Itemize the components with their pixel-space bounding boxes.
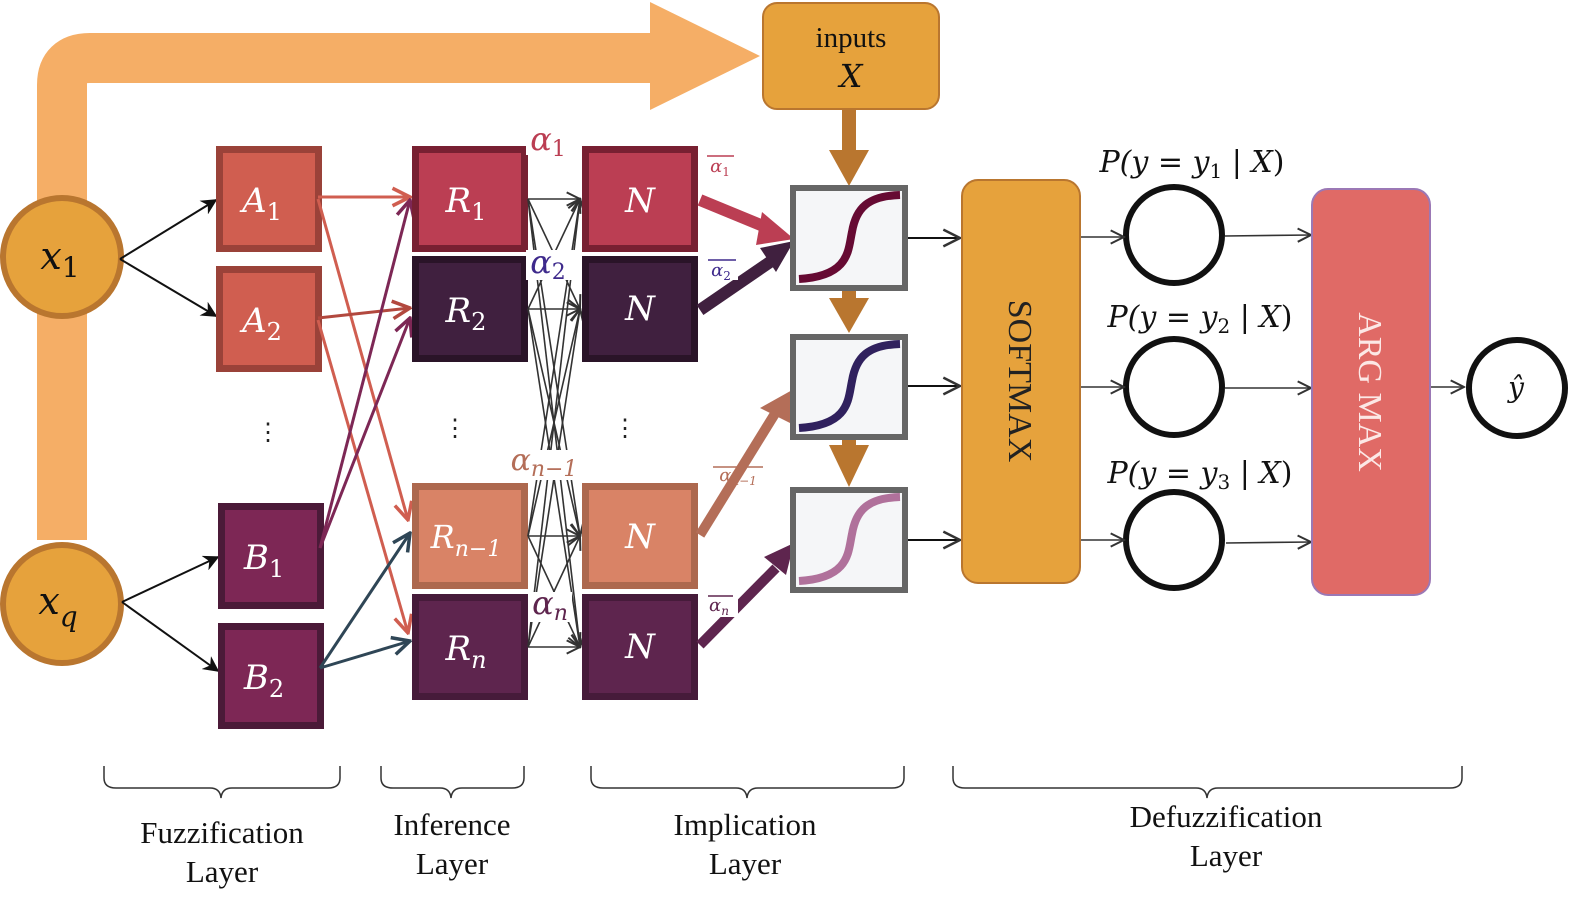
alpha-bar-n-label: αn <box>709 595 729 618</box>
input-node-x1: x1 <box>0 195 124 319</box>
brace-inference <box>380 766 525 799</box>
svg-text:N: N <box>624 289 656 329</box>
flow-arrows <box>829 110 869 487</box>
probability-label-1: P(y = y1 | X) <box>1098 145 1284 183</box>
rule-ellipsis: ⋮ <box>443 414 467 442</box>
norm-node-n-1: N <box>582 483 698 589</box>
layer-label-fuzzification-1: Fuzzification <box>140 815 304 850</box>
alpha-n-1-label: αn−1 <box>511 443 578 482</box>
probability-label-2: P(y = y2 | X) <box>1106 300 1292 338</box>
brace-fuzzification <box>103 766 341 799</box>
svg-text:Rn−1: Rn−1 <box>430 518 502 562</box>
rule-norm-edge-4-3 <box>527 536 580 648</box>
probability-node-1: P(y = y1 | X) <box>1098 145 1285 286</box>
alpha-n-label: αn <box>532 584 568 626</box>
probability-label-3: P(y = y3 | X) <box>1106 456 1292 494</box>
argmax-block: ARG MAX <box>1311 188 1431 596</box>
alpha-bar-labels: α1 α2 αn−1 αn <box>706 155 763 618</box>
sigmoid-box-2 <box>790 334 908 440</box>
alpha-labels: α1 α2 αn−1 αn <box>506 120 582 626</box>
layer-label-implication-1: Implication <box>674 807 817 842</box>
svg-text:N: N <box>624 181 656 221</box>
inputs-x-symbol: X <box>837 57 864 95</box>
alpha-bar-n-1-label: αn−1 <box>719 465 757 488</box>
rule-node-Rn: Rn <box>412 594 528 700</box>
input-node-xq: xq <box>0 542 124 666</box>
rule-node-Rn-1: Rn−1 <box>412 483 528 589</box>
rule-node-R1: R1 <box>412 146 528 252</box>
fuzz-ellipsis: ⋮ <box>256 418 280 446</box>
layer-label-inference-1: Inference <box>393 807 510 842</box>
norm-node-1: N <box>582 146 698 252</box>
layer-label-defuzzification-1: Defuzzification <box>1130 799 1323 834</box>
defuzz-edges <box>1081 235 1464 543</box>
bypass-arrow <box>37 2 760 540</box>
alpha-2-label: α2 <box>530 243 566 285</box>
layer-braces <box>103 766 1463 799</box>
norm-node-2: N <box>582 256 698 362</box>
svg-text:x1: x1 <box>40 234 79 284</box>
svg-text:N: N <box>624 517 656 557</box>
svg-text:xq: xq <box>38 579 77 633</box>
layer-label-inference-2: Layer <box>416 846 489 881</box>
alpha-bar-2-label: α2 <box>711 260 731 283</box>
fuzz-node-A2: A2 <box>216 266 322 372</box>
svg-text:Rn: Rn <box>444 629 486 674</box>
layer-label-implication-2: Layer <box>709 846 782 881</box>
svg-text:B2: B2 <box>243 658 284 703</box>
svg-text:B1: B1 <box>243 538 284 583</box>
svg-text:R2: R2 <box>445 291 487 336</box>
rule-node-R2: R2 <box>412 256 528 362</box>
argmax-label: ARG MAX <box>1351 312 1388 472</box>
brace-implication <box>590 766 905 799</box>
probability-node-3: P(y = y3 | X) <box>1106 456 1293 591</box>
softmax-block: SOFTMAX <box>961 179 1081 584</box>
svg-text:R1: R1 <box>445 181 487 226</box>
alpha-bar-1-label: α1 <box>710 156 730 179</box>
inputs-x-box: inputs X <box>762 2 940 110</box>
softmax-label: SOFTMAX <box>1001 300 1038 462</box>
svg-text:A1: A1 <box>239 181 282 226</box>
sigmoid-box-3 <box>790 487 908 593</box>
probability-node-2: P(y = y2 | X) <box>1106 300 1293 438</box>
fuzz-node-A1: A1 <box>216 146 322 252</box>
layer-label-fuzzification-2: Layer <box>186 854 259 889</box>
output-node: ŷ <box>1466 337 1568 439</box>
layer-label-defuzzification-2: Layer <box>1190 838 1263 873</box>
sigmoid-box-1 <box>790 185 908 291</box>
fuzz-node-B1: B1 <box>218 503 324 609</box>
norm-node-n: N <box>582 594 698 700</box>
input-edges <box>119 199 220 672</box>
svg-text:N: N <box>624 627 656 667</box>
brace-defuzzification <box>952 766 1463 799</box>
fuzz-node-B2: B2 <box>218 623 324 729</box>
sigmoid-softmax-edges <box>908 238 960 540</box>
layer-labels: Fuzzification Layer Inference Layer Impl… <box>140 799 1323 889</box>
alpha-1-label: α1 <box>530 120 566 162</box>
output-label: ŷ <box>1506 371 1525 404</box>
fuzz-rule-edges <box>316 197 410 670</box>
inputs-label: inputs <box>816 22 887 54</box>
svg-text:A2: A2 <box>239 301 282 346</box>
norm-ellipsis: ⋮ <box>613 414 637 442</box>
